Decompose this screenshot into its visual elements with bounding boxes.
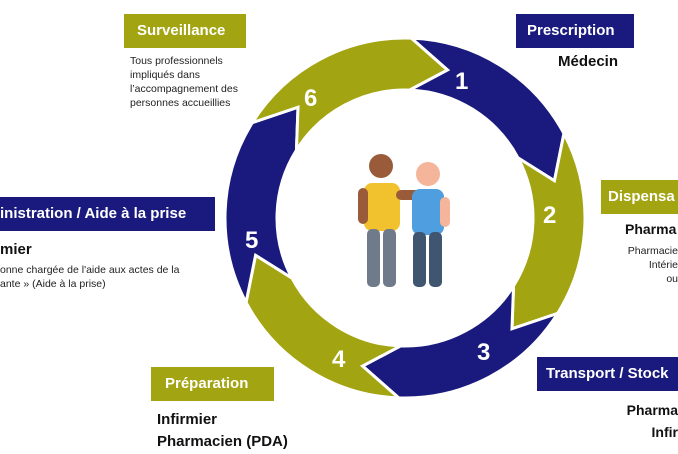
step-number-1: 1	[455, 68, 469, 95]
step-3-role: Pharma Infir	[626, 402, 678, 440]
step-number-6: 6	[304, 85, 318, 112]
step-number-4: 4	[332, 346, 346, 373]
cycle-segment-6	[248, 36, 451, 156]
step-2-title: Dispensa	[601, 180, 678, 214]
step-6-details: Tous professionnels impliqués dans l’acc…	[130, 55, 238, 109]
step-5-role: mier	[0, 241, 32, 258]
step-1-title: Prescription	[516, 14, 634, 48]
step-1-role: Médecin	[558, 53, 619, 70]
step-3-title: Transport / Stock	[537, 357, 678, 391]
step-5-details: onne chargée de l'aide aux actes de la a…	[0, 264, 180, 290]
step-number-5: 5	[245, 227, 259, 254]
step-6-title: Surveillance	[124, 14, 246, 48]
step-2-role: Pharma	[625, 221, 677, 237]
two-people-walking-support-icon	[358, 154, 450, 287]
step-5-title: inistration / Aide à la prise	[0, 197, 215, 231]
step-number-2: 2	[543, 202, 557, 229]
center-circle	[297, 110, 513, 326]
step-4-title: Préparation	[151, 367, 274, 401]
step-4-role: Infirmier Pharmacien (PDA)	[157, 411, 288, 450]
step-2-details: Pharmacie Intérie ou	[627, 245, 678, 285]
step-number-3: 3	[477, 339, 491, 366]
